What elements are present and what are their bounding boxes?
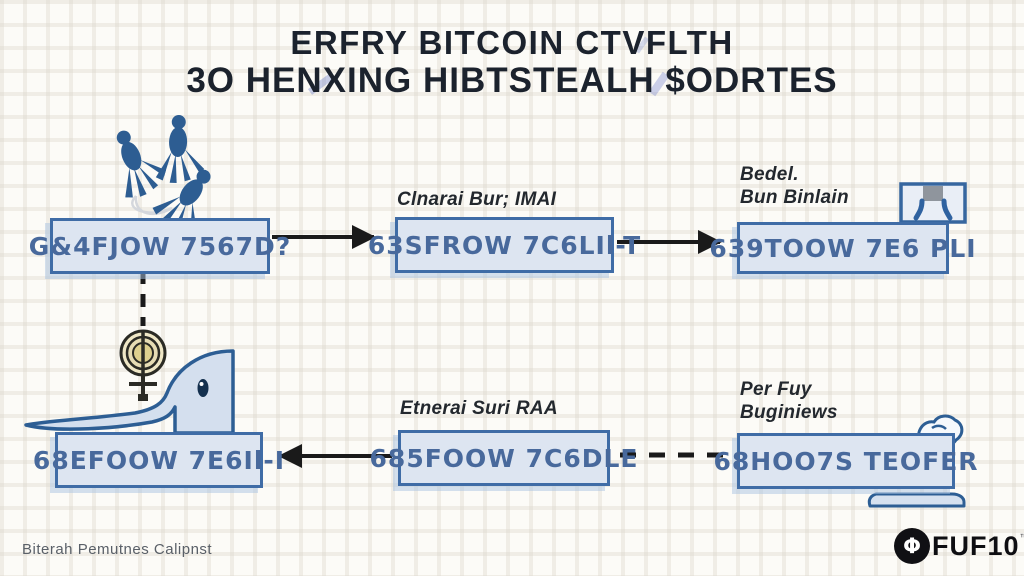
flow-box-3-label-line1: Bedel. (740, 164, 799, 185)
whale-eye (197, 379, 209, 397)
flow-box-3: 639TOOW 7E6 PLI (709, 222, 976, 274)
brand-logo-text: FUF10 (932, 530, 1020, 561)
whale-eye-highlight (199, 382, 204, 386)
brand-logo-symbol: Φ (903, 534, 921, 558)
table-icon (899, 182, 967, 224)
table-leg-right (941, 198, 953, 221)
flow-box-3-label-line2: Bun Binlain (740, 187, 849, 208)
whale-head-icon (24, 349, 235, 435)
coin-foot (138, 394, 148, 401)
bird-icon (101, 120, 172, 203)
flow-box-2: 63SFROW 7C6LIl-T (368, 217, 640, 273)
flow-box-1-text: G&4FJOW 7567D? (28, 231, 292, 261)
diagram-title: ERFRY BITCOIN CTVFLTH 3O HENXING HIBTSTE… (0, 24, 1024, 101)
flow-box-6-text: 68HOO7S TEOFER (713, 446, 979, 476)
flow-box-2-text: 63SFROW 7C6LIl-T (367, 230, 642, 260)
bird-icon (149, 158, 230, 222)
coin-middle-ring (125, 335, 161, 371)
flow-box-4: 68EFOOW 7E6Il-I (33, 432, 284, 488)
flow-box-4-text: 68EFOOW 7E6Il-I (32, 445, 286, 475)
title-line-2: 3O HENXING HIBTSTEALH $ODRTES (186, 61, 838, 100)
bird-sketch-line (131, 195, 173, 216)
table-icon-frame (899, 182, 967, 224)
flow-box-5-label: Etnerai Suri RAA (400, 398, 558, 419)
coin-medal-icon (119, 329, 167, 401)
flow-box-6-label: Per Fuy Buginiews (740, 378, 838, 424)
flow-box-6-label-line1: Per Fuy (740, 379, 812, 400)
brand-logo: Φ FUF10 ™ (894, 528, 1024, 564)
mouse-body (867, 492, 966, 508)
flow-box-5-text: 685FOOW 7C6DLE (369, 443, 639, 473)
flow-box-3-label: Bedel. Bun Binlain (740, 163, 849, 209)
flow-box-1: G&4FJOW 7567D? (29, 218, 290, 274)
brand-logo-icon: Φ (894, 528, 930, 564)
three-birds-icon (101, 114, 230, 222)
table-leg-left (913, 198, 925, 221)
brand-logo-trademark: ™ (1020, 532, 1024, 542)
footer-caption: Biterah Pemutnes Calipnst (22, 541, 213, 558)
flow-box-5: 685FOOW 7C6DLE (370, 430, 637, 486)
bird-icon (155, 114, 206, 184)
coin-outer-ring (119, 329, 167, 377)
table-top (923, 186, 943, 201)
title-line-1: ERFRY BITCOIN CTVFLTH (290, 24, 734, 61)
whale-body (24, 349, 235, 435)
flow-box-6-label-line2: Buginiews (740, 402, 838, 423)
flow-box-6: 68HOO7S TEOFER (713, 433, 978, 489)
flow-box-3-text: 639TOOW 7E6 PLI (709, 233, 977, 263)
flow-box-2-label: Clnarai Bur; IMAI (397, 189, 557, 210)
coin-inner-ring (132, 342, 154, 364)
